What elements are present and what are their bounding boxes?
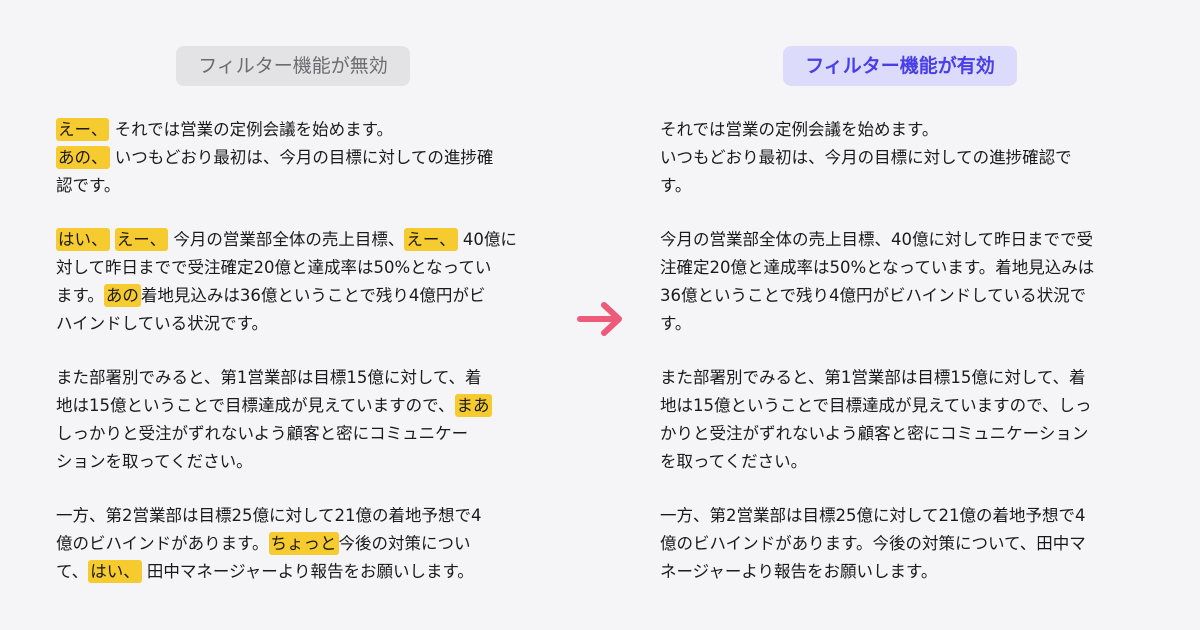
text-segment: 着地見込みは36億ということで残り4億円がビ [140, 286, 486, 305]
filler-word-highlight: えー、 [56, 118, 110, 141]
filler-word-highlight: まあ [454, 394, 492, 417]
text-line: いつもどおり最初は、今月の目標に対しての進捗確認で [660, 144, 1180, 172]
paragraph: それでは営業の定例会議を始めます。いつもどおり最初は、今月の目標に対しての進捗確… [660, 116, 1180, 200]
text-segment: 億のビハインドがあります。 [56, 534, 269, 553]
paragraph: えー、 それでは営業の定例会議を始めます。あの、 いつもどおり最初は、今月の目標… [56, 116, 576, 200]
filler-word-highlight: はい、 [56, 228, 110, 251]
text-line: しっかりと受注がずれないよう顧客と密にコミュニケー [56, 420, 576, 448]
text-segment: 40億に [457, 230, 517, 249]
text-segment [110, 230, 115, 249]
text-line: 認です。 [56, 172, 576, 200]
text-segment: 地は15億ということで目標達成が見えていますので、 [56, 396, 455, 415]
text-segment: ネージャーより報告をお願いします。 [660, 562, 938, 581]
text-line: はい、 えー、 今月の営業部全体の売上目標、えー、 40億に [56, 226, 576, 254]
text-line: 一方、第2営業部は目標25億に対して21億の着地予想で4 [56, 502, 576, 530]
text-segment: 地は15億ということで目標達成が見えていますので、しっ [660, 396, 1092, 415]
text-segment: を取ってください。 [660, 452, 808, 471]
text-line: ネージャーより報告をお願いします。 [660, 558, 1180, 586]
unfiltered-transcript: えー、 それでは営業の定例会議を始めます。あの、 いつもどおり最初は、今月の目標… [56, 116, 576, 612]
text-line: かりと受注がずれないよう顧客と密にコミュニケーション [660, 420, 1180, 448]
text-segment: 36億ということで残り4億円がビハインドしている状況で [660, 286, 1087, 305]
arrow-right-icon [577, 302, 622, 336]
text-segment: 今月の営業部全体の売上目標、 [168, 230, 405, 249]
text-segment: また部署別でみると、第1営業部は目標15億に対して、着 [660, 368, 1086, 387]
text-segment: て、 [56, 562, 89, 581]
paragraph: はい、 えー、 今月の営業部全体の売上目標、えー、 40億に対して昨日までで受注… [56, 226, 576, 338]
text-segment: いつもどおり最初は、今月の目標に対しての進捗確 [109, 148, 494, 167]
text-segment: それでは営業の定例会議を始めます。 [109, 120, 393, 139]
text-line: ハインドしている状況です。 [56, 310, 576, 338]
text-segment: 認です。 [56, 176, 121, 195]
paragraph: また部署別でみると、第1営業部は目標15億に対して、着地は15億ということで目標… [660, 364, 1180, 476]
text-segment: ハインドしている状況です。 [56, 314, 269, 333]
text-line: それでは営業の定例会議を始めます。 [660, 116, 1180, 144]
text-segment: また部署別でみると、第1営業部は目標15億に対して、着 [56, 368, 482, 387]
filler-word-highlight: ちょっと [268, 532, 339, 555]
text-line: 億のビハインドがあります。今後の対策について、田中マ [660, 530, 1180, 558]
text-line: えー、 それでは営業の定例会議を始めます。 [56, 116, 576, 144]
text-segment: かりと受注がずれないよう顧客と密にコミュニケーション [660, 424, 1089, 443]
text-line: あの、 いつもどおり最初は、今月の目標に対しての進捗確 [56, 144, 576, 172]
paragraph: 一方、第2営業部は目標25億に対して21億の着地予想で4 億のビハインドがあります… [56, 502, 576, 586]
filler-word-highlight: えー、 [404, 228, 458, 251]
filter-disabled-label: フィルター機能が無効 [176, 46, 410, 86]
text-segment: 一方、第2営業部は目標25億に対して21億の着地予想で4 [56, 506, 482, 525]
paragraph: また部署別でみると、第1営業部は目標15億に対して、着地は15億ということで目標… [56, 364, 576, 476]
text-segment: ます。 [56, 286, 104, 305]
filler-word-highlight: あの、 [56, 146, 110, 169]
text-line: 36億ということで残り4億円がビハインドしている状況で [660, 282, 1180, 310]
text-segment: 今月の営業部全体の売上目標、40億に対して昨日までで受 [660, 230, 1094, 249]
text-segment: いつもどおり最初は、今月の目標に対しての進捗確認で [660, 148, 1072, 167]
filler-word-highlight: えー、 [114, 228, 169, 251]
text-line: 地は15億ということで目標達成が見えていますので、まあ [56, 392, 576, 420]
filler-word-highlight: はい、 [88, 560, 142, 583]
text-line: 対して昨日までで受注確定20億と達成率は50%となってい [56, 254, 576, 282]
text-line: 億のビハインドがあります。ちょっと今後の対策につい [56, 530, 576, 558]
text-segment: それでは営業の定例会議を始めます。 [660, 120, 939, 139]
text-line: ションを取ってください。 [56, 448, 576, 476]
text-segment: す。 [660, 314, 692, 333]
text-line: て、はい、 田中マネージャーより報告をお願いします。 [56, 558, 576, 586]
text-segment: 一方、第2営業部は目標25億に対して21億の着地予想で4 [660, 506, 1086, 525]
text-segment: ションを取ってください。 [56, 452, 253, 471]
text-segment: 対して昨日までで受注確定20億と達成率は50%となってい [56, 258, 492, 277]
text-line: 一方、第2営業部は目標25億に対して21億の着地予想で4 [660, 502, 1180, 530]
text-line: また部署別でみると、第1営業部は目標15億に対して、着 [56, 364, 576, 392]
text-line: 注確定20億と達成率は50%となっています。着地見込みは [660, 254, 1180, 282]
text-segment: しっかりと受注がずれないよう顧客と密にコミュニケー [56, 424, 469, 443]
filter-enabled-label: フィルター機能が有効 [783, 46, 1017, 86]
text-segment: 注確定20億と達成率は50%となっています。着地見込みは [660, 258, 1095, 277]
filler-word-highlight: あの [103, 284, 141, 307]
text-line: ます。あの着地見込みは36億ということで残り4億円がビ [56, 282, 576, 310]
paragraph: 今月の営業部全体の売上目標、40億に対して昨日までで受注確定20億と達成率は50… [660, 226, 1180, 338]
text-segment: 田中マネージャーより報告をお願いします。 [141, 562, 474, 581]
text-segment: す。 [660, 176, 692, 195]
text-segment: 億のビハインドがあります。今後の対策について、田中マ [660, 534, 1086, 553]
text-line: す。 [660, 172, 1180, 200]
text-line: 地は15億ということで目標達成が見えていますので、しっ [660, 392, 1180, 420]
text-line: す。 [660, 310, 1180, 338]
text-line: を取ってください。 [660, 448, 1180, 476]
filtered-transcript: それでは営業の定例会議を始めます。いつもどおり最初は、今月の目標に対しての進捗確… [660, 116, 1180, 612]
text-line: 今月の営業部全体の売上目標、40億に対して昨日までで受 [660, 226, 1180, 254]
paragraph: 一方、第2営業部は目標25億に対して21億の着地予想で4 億のビハインドがあります… [660, 502, 1180, 586]
text-line: また部署別でみると、第1営業部は目標15億に対して、着 [660, 364, 1180, 392]
text-segment: 今後の対策につい [338, 534, 471, 553]
